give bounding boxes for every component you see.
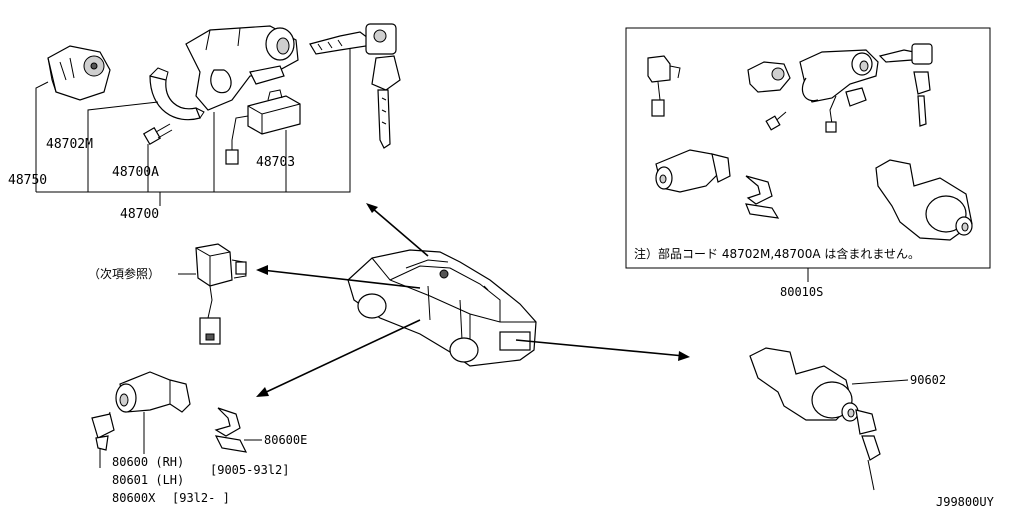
kit-door-cylinder-illustration[interactable] [655, 149, 780, 219]
diagram-id: J99800UY [936, 495, 995, 509]
part-48702M-illustration[interactable] [149, 67, 205, 121]
steering-lock-housing[interactable] [185, 25, 299, 111]
ignition-group: 48750 48702M 48700A 48703 48700 [8, 23, 401, 222]
part-80600E-illustration[interactable] [214, 407, 248, 453]
part-80600-illustration[interactable] [91, 371, 191, 468]
label-48700A: 48700A [112, 165, 159, 180]
part-48700A-illustration[interactable] [142, 123, 173, 146]
label-range-9312: [93l2- ] [172, 491, 230, 505]
label-kit-note: 注）部品コード 48702M,48700A は含まれません。 [634, 246, 920, 261]
part-48703-illustration[interactable] [225, 89, 301, 165]
label-48702M: 48702M [46, 137, 93, 152]
label-80600X: 80600X [112, 491, 156, 505]
ignition-key-illustration[interactable] [309, 23, 401, 149]
kit-steering-lock-illustration[interactable] [765, 49, 879, 133]
back-door-lock-group: 90602 [749, 347, 946, 491]
label-see-next-page: （次項参照） [88, 266, 160, 281]
kit-back-door-cylinder-illustration[interactable] [875, 159, 973, 241]
door-lock-harness-illustration[interactable] [195, 243, 247, 345]
harness-group: （次項参照） [88, 243, 247, 345]
label-48700: 48700 [120, 207, 159, 222]
kit-80010S-group: 注）部品コード 48702M,48700A は含まれません。 80010S [625, 27, 991, 299]
label-48703: 48703 [256, 155, 295, 170]
label-80601: 80601 (LH) [112, 473, 184, 487]
kit-key-illustration[interactable] [878, 43, 933, 127]
door-lock-group: 80600E 80600 (RH) 80601 (LH) 80600X [900… [91, 371, 307, 505]
label-80600E: 80600E [264, 433, 307, 447]
part-90602-illustration[interactable] [749, 347, 881, 491]
label-80600: 80600 (RH) [112, 455, 184, 469]
label-range-9005-9312: [9005-93l2] [210, 463, 289, 477]
label-48750: 48750 [8, 173, 47, 188]
label-80010S: 80010S [780, 285, 823, 299]
vehicle-illustration [347, 249, 537, 367]
kit-lock-cylinder-illustration[interactable] [747, 61, 791, 93]
part-48750-illustration[interactable] [47, 45, 111, 101]
kit-harness-illustration[interactable] [647, 55, 681, 117]
label-90602: 90602 [910, 373, 946, 387]
callout-arrows [256, 203, 690, 397]
